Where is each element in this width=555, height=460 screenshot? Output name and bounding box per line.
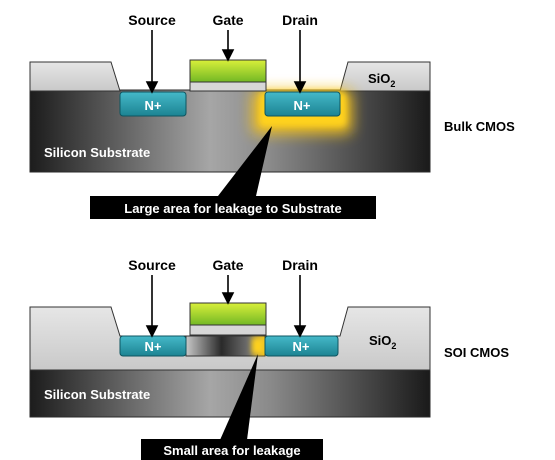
soi-gate [189, 302, 267, 326]
soi-oxide-label: SiO2 [369, 333, 396, 351]
soi-source-arrow-icon [145, 325, 159, 338]
soi-n-drain-well [264, 335, 339, 357]
bulk-oxide-label: SiO2 [368, 71, 395, 89]
bulk-n-source-label: N+ [145, 98, 162, 113]
bulk-source-arrow-icon [145, 81, 159, 94]
soi-substrate-label: Silicon Substrate [44, 387, 150, 402]
soi-n-drain-label: N+ [293, 339, 310, 354]
soi-gate-arrow-icon [221, 292, 235, 305]
bulk-drain-arrow-icon [293, 81, 307, 94]
bulk-gate-oxide [189, 81, 267, 92]
bulk-cmos-title: Bulk CMOS [444, 119, 515, 134]
bulk-callout-text: Large area for leakage to Substrate [124, 201, 341, 216]
soi-silicon-substrate [29, 369, 431, 418]
bulk-callout-box [90, 196, 376, 219]
bulk-gate-arrow-icon [221, 49, 235, 62]
bulk-substrate-label: Silicon Substrate [44, 145, 150, 160]
bulk-gate-label: Gate [212, 12, 243, 28]
bulk-callout-pointer [218, 126, 272, 196]
bulk-cmos-diagram: Source Gate Drain N+ N+ SiO2 Silicon Sub… [29, 12, 515, 219]
bulk-drain-label: Drain [282, 12, 318, 28]
soi-leakage-glow [252, 338, 264, 354]
soi-gate-oxide [189, 324, 267, 336]
bulk-gate [189, 59, 267, 83]
soi-source-label: Source [128, 257, 176, 273]
soi-arrows [145, 275, 307, 338]
bulk-oxide-right [339, 61, 431, 92]
soi-drain-label: Drain [282, 257, 318, 273]
soi-cmos-diagram: Source Gate Drain N+ N+ SiO2 Silicon Sub… [29, 257, 509, 460]
soi-cmos-title: SOI CMOS [444, 345, 509, 360]
soi-n-source-label: N+ [145, 339, 162, 354]
bulk-silicon-substrate [29, 89, 431, 173]
soi-callout-text: Small area for leakage [163, 443, 300, 458]
bulk-n-drain-well [264, 91, 341, 117]
soi-n-source-well [119, 335, 187, 357]
soi-drain-arrow-icon [293, 325, 307, 338]
soi-callout-pointer [220, 354, 258, 440]
bulk-source-label: Source [128, 12, 176, 28]
bulk-oxide-left [29, 61, 121, 92]
bulk-arrows [145, 30, 307, 94]
bulk-n-source-well [119, 91, 187, 117]
soi-callout-box [141, 439, 323, 460]
soi-gate-label: Gate [212, 257, 243, 273]
bulk-n-drain-label: N+ [294, 98, 311, 113]
